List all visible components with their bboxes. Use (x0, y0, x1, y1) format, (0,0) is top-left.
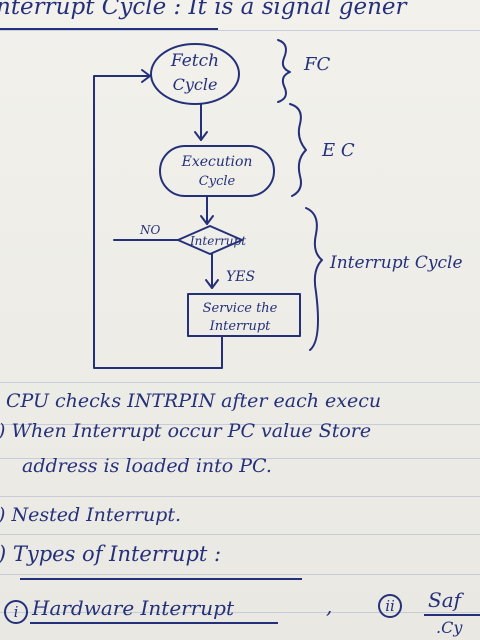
rule-line (0, 574, 480, 575)
fetch-label-1: Fetch (170, 51, 219, 71)
rule-line (0, 534, 480, 535)
hardware-underline (30, 622, 278, 624)
fc-brace (277, 39, 291, 103)
hardware-interrupt: Hardware Interrupt (32, 596, 235, 620)
arrowhead (200, 215, 214, 225)
fc-label: FC (303, 54, 330, 75)
service-box (187, 293, 301, 337)
note-line-1: CPU checks INTRPIN after each execu (6, 390, 382, 412)
software-underline (424, 614, 480, 616)
note-line-2: ) When Interrupt occur PC value Store (0, 420, 372, 442)
rule-line (0, 30, 480, 31)
decision-label: Interrupt (189, 234, 246, 248)
no-label: NO (139, 223, 161, 237)
loop-back-line (93, 75, 223, 369)
rule-line (0, 424, 480, 425)
interrupt-cycle-brace (305, 207, 323, 351)
heading-text: nterrupt Cycle : It is a signal gener (0, 0, 407, 20)
rule-line (0, 496, 480, 497)
rule-line (0, 612, 480, 613)
note-line-7: .Cy (436, 618, 463, 637)
separator: , (326, 594, 333, 618)
software-interrupt-partial: Saf (428, 588, 462, 612)
note-line-5: ) Types of Interrupt : (0, 542, 222, 566)
rule-line (0, 458, 480, 459)
execution-label-1: Execution (181, 154, 253, 170)
yes-label: YES (226, 269, 255, 285)
note-line-4: ) Nested Interrupt. (0, 504, 182, 526)
execution-cycle-oval (159, 145, 275, 197)
execution-label-2: Cycle (199, 174, 236, 189)
item-number-2: ii (378, 594, 402, 618)
heading-underline (0, 28, 218, 30)
arrowhead (205, 279, 219, 289)
decision-diamond (177, 225, 243, 255)
item-number-1: i (4, 600, 28, 624)
ec-label: E C (321, 140, 355, 161)
note-line-3: address is loaded into PC. (22, 455, 272, 477)
types-underline (20, 578, 302, 580)
arrowhead (141, 69, 151, 83)
rule-line (0, 382, 480, 383)
arrowhead (194, 131, 208, 141)
fetch-label-2: Cycle (173, 75, 218, 94)
service-label-2: Interrupt (209, 319, 272, 334)
service-label-1: Service the (203, 301, 278, 316)
ec-brace (289, 103, 307, 197)
fetch-cycle-oval (150, 43, 240, 105)
interrupt-cycle-label: Interrupt Cycle (329, 253, 463, 273)
